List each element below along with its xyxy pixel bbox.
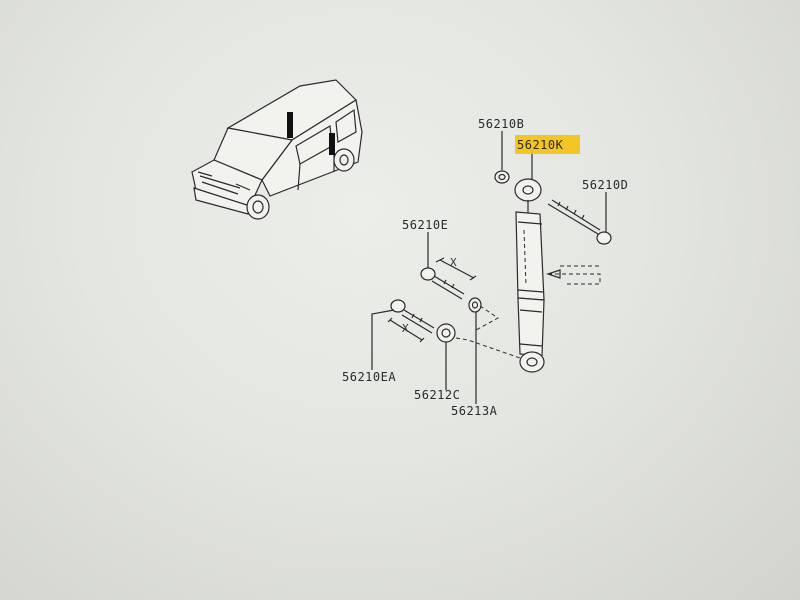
washer <box>468 297 482 313</box>
upper-bolt <box>547 199 612 245</box>
lower-bolt-ea: X <box>387 299 435 343</box>
part-label-56210ea[interactable]: 56210EA <box>342 370 396 384</box>
part-label-56210e[interactable]: 56210E <box>402 218 448 232</box>
part-label-56210d[interactable]: 56210D <box>582 178 628 192</box>
part-label-56210k[interactable]: 56210K <box>517 138 564 152</box>
lower-bolt-e: X <box>420 256 477 300</box>
part-label-56210b[interactable]: 56210B <box>478 117 524 131</box>
leader-lines <box>371 131 607 404</box>
part-highlight-56210k <box>515 135 580 154</box>
assembly-guide-washer <box>475 305 499 331</box>
van-illustration <box>191 79 363 220</box>
dimension-x-lower: X <box>402 322 409 335</box>
location-marker-front <box>287 112 293 138</box>
dimension-x-upper: X <box>450 256 457 269</box>
shock-absorber <box>514 178 601 373</box>
bushing <box>436 323 456 343</box>
upper-nut <box>494 170 510 184</box>
location-marker-rear <box>329 133 335 155</box>
assembly-guide-lower <box>455 337 521 359</box>
part-label-56213a[interactable]: 56213A <box>451 404 498 418</box>
part-label-56212c[interactable]: 56212C <box>414 388 460 402</box>
